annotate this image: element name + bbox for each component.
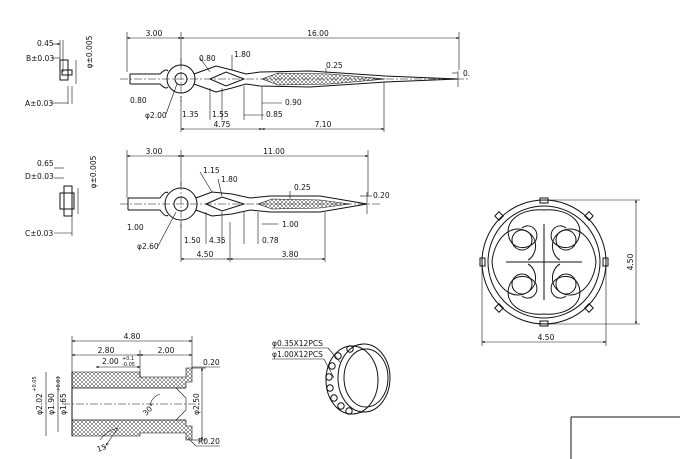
lower-side-dim-thickness: 0.65 xyxy=(37,159,54,168)
bushing-dim-radius: R0.20 xyxy=(198,437,220,446)
lower-dim-0-25: 0.25 xyxy=(294,183,311,192)
bushing-dim-seg-b: 2.00 xyxy=(158,346,175,355)
bushing-dim-tol-sub: -0.05 xyxy=(122,362,135,368)
bushing-dim-total: 4.80 xyxy=(124,332,141,341)
upper-dim-hub-dia: φ2.00 xyxy=(145,111,167,120)
medallion-width-dim: 4.50 xyxy=(538,333,555,342)
upper-dim-7-10: 7.10 xyxy=(315,120,332,129)
upper-hand-front-view: 3.00 16.00 0.80 1.80 0.25 0. 0.80 φ2.00 xyxy=(120,29,470,132)
upper-dim-0-80-top: 0.80 xyxy=(199,54,216,63)
upper-dim-1-35: 1.35 xyxy=(182,110,199,119)
upper-dim-0-85: 0.85 xyxy=(266,110,283,119)
upper-hand-side-view: 0.45 B±0.03 φ±0.005 A±0.03 xyxy=(25,35,94,108)
lower-dim-hub-dia: φ2.60 xyxy=(137,242,159,251)
lower-dim-tip: 0.20 xyxy=(373,191,390,200)
celtic-medallion: 4.50 4.50 xyxy=(479,197,640,346)
lower-side-dim-phi: φ±0.005 xyxy=(89,155,98,188)
lower-hand-side-view: 0.65 D±0.03 φ±0.005 C±0.03 xyxy=(25,155,98,238)
bushing-section: 4.80 2.80 2.00 2.00 +0.1 -0.05 0.20 φ2.0… xyxy=(32,332,220,454)
lower-dim-1-00-right: 1.00 xyxy=(282,220,299,229)
bushing-dim-tol-main: 2.00 xyxy=(102,357,119,366)
lower-dim-3-80: 3.80 xyxy=(282,250,299,259)
upper-dim-total-length: 16.00 xyxy=(307,29,329,38)
bearing-label-large-balls: φ1.00X12PCS xyxy=(272,350,323,359)
bushing-dim-tol-sup: +0.1 xyxy=(122,356,134,362)
lower-dim-total-length: 11.00 xyxy=(263,147,285,156)
bushing-dim-outer-tol: +0.05 xyxy=(32,376,38,391)
upper-side-dim-phi: φ±0.005 xyxy=(85,35,94,68)
bushing-dim-inner: φ1.65 xyxy=(59,393,68,415)
lower-dim-1-00-left: 1.00 xyxy=(127,223,144,232)
bushing-dim-mid: φ1.90 xyxy=(47,393,56,415)
lower-dim-0-78: 0.78 xyxy=(262,236,279,245)
lower-side-dim-c: C±0.03 xyxy=(25,229,53,238)
upper-side-dim-a: A±0.03 xyxy=(25,99,53,108)
upper-dim-tip: 0. xyxy=(463,69,470,78)
lower-dim-1-80: 1.80 xyxy=(221,175,238,184)
upper-dim-0-90: 0.90 xyxy=(285,98,302,107)
bushing-dim-angle-15: 15° xyxy=(96,441,112,454)
upper-side-dim-thickness: 0.45 xyxy=(37,39,54,48)
bushing-dim-seg-a: 2.80 xyxy=(98,346,115,355)
bushing-dim-inner-tol: +0.03 xyxy=(56,376,62,391)
medallion-height-dim: 4.50 xyxy=(626,253,635,270)
lower-hand-front-view: 3.00 11.00 1.15 1.80 0.25 0.20 1.00 φ2.6… xyxy=(120,147,390,262)
bushing-dim-flange: φ2.50 xyxy=(192,393,201,415)
title-block-corner xyxy=(570,416,680,459)
bushing-dim-outer: φ2.02 xyxy=(35,393,44,415)
bushing-dim-wall: 0.20 xyxy=(203,358,220,367)
bearing-label-small-balls: φ0.35X12PCS xyxy=(272,339,323,348)
upper-dim-4-75: 4.75 xyxy=(214,120,231,129)
upper-dim-1-80: 1.80 xyxy=(234,50,251,59)
upper-dim-0-80-left: 0.80 xyxy=(130,96,147,105)
upper-dim-0-25: 0.25 xyxy=(326,61,343,70)
upper-dim-1-55: 1.55 xyxy=(212,110,229,119)
lower-dim-tail-length: 3.00 xyxy=(146,147,163,156)
bearing-view: φ0.35X12PCS φ1.00X12PCS xyxy=(272,339,391,415)
lower-side-dim-d: D±0.03 xyxy=(25,172,54,181)
lower-dim-1-15: 1.15 xyxy=(203,166,220,175)
upper-dim-tail-length: 3.00 xyxy=(146,29,163,38)
upper-side-dim-b: B±0.03 xyxy=(26,54,54,63)
lower-dim-4-35: 4.35 xyxy=(209,236,226,245)
lower-dim-1-50: 1.50 xyxy=(184,236,201,245)
lower-dim-4-50: 4.50 xyxy=(197,250,214,259)
